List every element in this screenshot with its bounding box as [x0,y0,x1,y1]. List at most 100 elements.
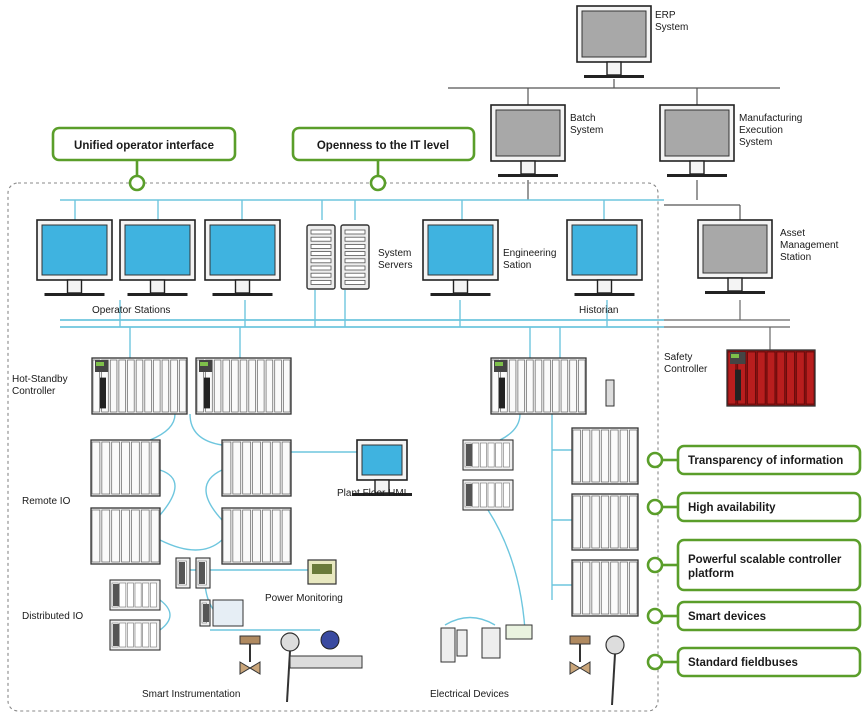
dio-loop [159,599,171,631]
asset-label-line: Management [780,240,839,251]
dio-coupler-2 [195,557,211,589]
operator-station-2-screen [124,224,191,276]
erp-monitor-screen [581,10,647,58]
mes-label-line: System [739,137,772,148]
side-callout-2-text: High availability [688,502,776,514]
field-controller-rack-slot [543,359,551,413]
flow-transmitter-head [320,630,340,650]
operator-station-2-neck [149,279,166,294]
side-callout-4-anchor [646,607,664,625]
remote-io-rack-2-slot [140,509,150,563]
side-callout-4-text: Smart devices [688,611,766,623]
smart-instrumentation-label: Smart Instrumentation [142,689,240,700]
safety-controller-rack-slot [805,351,815,405]
safety-controller-rack-slot [776,351,786,405]
remote-io-rack-4-slot [281,509,291,563]
field-io-1-cell [472,442,480,468]
callout-unified-box [51,126,237,162]
hsc-cable-2 [149,413,176,441]
remote-io-rack-3-slot [252,441,261,495]
dio-coupler-1 [175,557,191,589]
system-server-2-bay [344,258,366,264]
hot-standby-label-line: Controller [12,386,56,397]
field-rack-2-slot [582,495,591,549]
hot-standby-rack-b-slot [274,359,282,413]
engineering-station [422,219,499,296]
system-server-1-bay [310,265,332,271]
historian-monitor [566,219,643,296]
remote-io-rack-1-slot [121,441,130,495]
field-rack-3-slot [591,561,600,615]
field-rack-2-slot [610,495,619,549]
flow-pipe [289,655,363,669]
hot-standby-rack-b-slot [248,359,256,413]
hot-standby-label-line: Hot-Standby [12,374,68,385]
field-io-2-cell [487,482,495,508]
field-io-1-cell [487,442,495,468]
field-rack-1-slot [572,429,581,483]
hot-standby-rack-a-slot [118,359,126,413]
field-rack-1-slot [619,429,628,483]
system-server-1-bay [310,279,332,285]
system-server-1-bay [310,251,332,257]
operator-station-1-screen [41,224,108,276]
side-callout-4-text-line: Smart devices [688,611,766,623]
field-rack-3-slot [610,561,619,615]
hsc-cable-1 [189,413,223,446]
field-io-1 [462,439,514,471]
electrical-devices-label: Electrical Devices [430,689,509,700]
system-server-1-case [306,224,336,290]
operator-station-2-base [127,293,188,296]
distributed-io-1-cell [119,582,127,608]
safety-controller-rack-slot [796,351,805,405]
remote-io-rack-3-slot [232,441,242,495]
field-controller-rack-slot [526,359,534,413]
distributed-io-1-head [113,584,119,606]
mes-monitor-screen [664,109,730,157]
remote-io-rack-2-slot [101,509,111,563]
side-callout-1: Transparency of information [646,444,862,476]
safety-controller-rack-slot [766,351,776,405]
remote-io-rack-2-slot [121,509,130,563]
smart-valve-1-body [239,661,261,675]
safety-controller-label-line: Safety [664,352,692,363]
electrical-device-4 [505,624,533,640]
distributed-io-2-cell [127,622,134,648]
asset-label-line: Station [780,252,811,263]
field-io-2-cell [503,482,510,508]
field-controller-rack-slot [534,359,543,413]
plant-floor-hmi [352,439,412,496]
field-rack-3-slot [582,561,591,615]
system-server-2 [340,224,370,290]
hot-standby-rack-b-slot [213,359,222,413]
field-io-2-head [466,484,472,506]
side-callout-3-anchor [646,556,664,574]
operator-stations-label: Operator Stations [92,305,170,316]
smart-valve-1-actuator [239,635,261,645]
remote-io-rack-4-slot [271,509,281,563]
system-server-1-bay [310,229,332,235]
remote-io-rack-1 [90,439,161,497]
field-rack-3-slot [619,561,628,615]
field-controller-rack-slot [569,359,577,413]
standalone-module [605,379,615,407]
distributed-io-2-head [113,624,119,646]
callout-unified: Unified operator interface [51,126,237,192]
remote-io-rack-3-slot [271,441,281,495]
hot-standby-rack-b-slot [222,359,230,413]
operator-station-3-neck [234,279,251,294]
remote-io-rack-4 [221,507,292,565]
remote-io-rack-4-slot [242,509,251,563]
system-server-2-bay [344,243,366,249]
side-callout-1-text: Transparency of information [688,455,843,467]
plant-floor-hmi-label: Plant Floor HMI [337,488,406,499]
callout-openness-text: Openness to the IT level [317,140,449,152]
rio-loop-1 [159,469,176,516]
field-rack-1-slot [591,429,600,483]
